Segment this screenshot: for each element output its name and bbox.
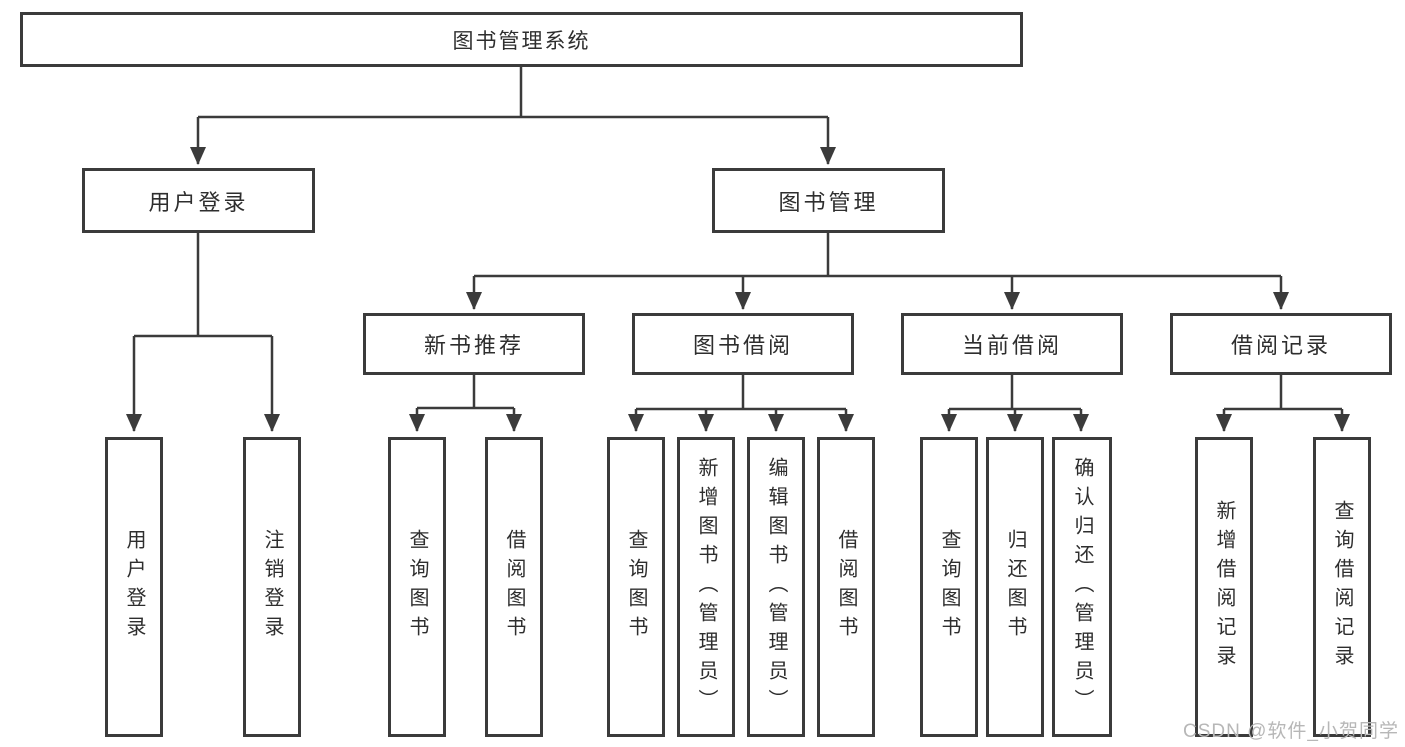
leaf-query-borrow-record-label: 查询借阅记录: [1331, 500, 1353, 674]
leaf-logout: 注销登录: [243, 437, 301, 737]
leaf-confirm-return-admin: 确认归还（管理员）: [1052, 437, 1112, 737]
leaf-return-book-label: 归还图书: [1004, 529, 1026, 645]
leaf-confirm-return-admin-label: 确认归还（管理员）: [1071, 456, 1093, 718]
node-book-borrowing: 图书借阅: [632, 313, 854, 375]
leaf-add-borrow-record: 新增借阅记录: [1195, 437, 1253, 737]
node-book-management: 图书管理: [712, 168, 945, 233]
leaf-add-book-admin: 新增图书（管理员）: [677, 437, 735, 737]
leaf-query-books-current-label: 查询图书: [938, 529, 960, 645]
leaf-edit-book-admin-label: 编辑图书（管理员）: [765, 456, 787, 718]
node-library-management-system: 图书管理系统: [20, 12, 1023, 67]
leaf-add-book-admin-label: 新增图书（管理员）: [695, 456, 717, 718]
leaf-user-login: 用户登录: [105, 437, 163, 737]
leaf-add-borrow-record-label: 新增借阅记录: [1213, 500, 1235, 674]
leaf-borrow-books-recommend-label: 借阅图书: [503, 529, 525, 645]
leaf-query-books-recommend-label: 查询图书: [406, 529, 428, 645]
node-borrow-records: 借阅记录: [1170, 313, 1392, 375]
leaf-logout-label: 注销登录: [261, 529, 283, 645]
leaf-query-borrow-record: 查询借阅记录: [1313, 437, 1371, 737]
leaf-query-books-borrowing-label: 查询图书: [625, 529, 647, 645]
csdn-watermark: CSDN @软件_小贺同学: [1183, 721, 1399, 742]
leaf-return-book: 归还图书: [986, 437, 1044, 737]
leaf-query-books-current: 查询图书: [920, 437, 978, 737]
leaf-query-books-recommend: 查询图书: [388, 437, 446, 737]
node-current-borrowing: 当前借阅: [901, 313, 1123, 375]
leaf-borrow-books: 借阅图书: [817, 437, 875, 737]
leaf-user-login-label: 用户登录: [123, 529, 145, 645]
leaf-borrow-books-label: 借阅图书: [835, 529, 857, 645]
leaf-edit-book-admin: 编辑图书（管理员）: [747, 437, 805, 737]
node-new-book-recommend: 新书推荐: [363, 313, 585, 375]
leaf-borrow-books-recommend: 借阅图书: [485, 437, 543, 737]
node-user-login: 用户登录: [82, 168, 315, 233]
leaf-query-books-borrowing: 查询图书: [607, 437, 665, 737]
